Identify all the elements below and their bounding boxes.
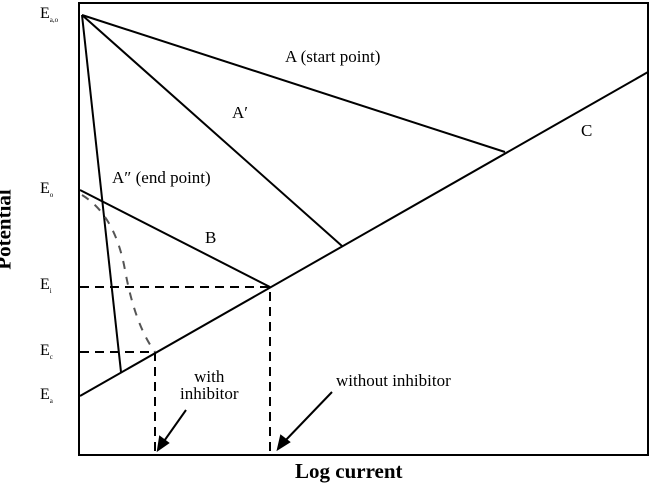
plot-frame: [78, 2, 649, 456]
marker-e-i: Ei: [40, 276, 52, 296]
label-without-inhibitor: without inhibitor: [336, 371, 451, 390]
y-axis-label: Potential: [0, 189, 16, 270]
label-c: C: [581, 121, 593, 140]
label-b: B: [205, 228, 217, 247]
label-a: A (start point): [285, 47, 381, 66]
label-with-inhibitor: with inhibitor: [180, 367, 239, 403]
arrow-with-inhibitor: [161, 409, 187, 445]
with-inhibitor-dashed-guide: [80, 351, 156, 455]
label-a-prime: A′: [232, 103, 248, 122]
marker-e-top: Ea,o: [40, 5, 59, 25]
label-a-double-prime: A″ (end point): [112, 168, 211, 187]
marker-e-o: Eo: [40, 180, 54, 200]
line-a-prime: [81, 14, 343, 247]
x-axis-label: Log current: [295, 459, 403, 483]
marker-e-a: Ea: [40, 386, 53, 406]
line-a: [81, 14, 506, 153]
inhibited-curve: [81, 194, 156, 353]
marker-e-c: Ec: [40, 342, 53, 362]
line-c: [79, 71, 649, 397]
without-inhibitor-dashed-guide: [80, 286, 271, 455]
arrow-without-inhibitor: [282, 391, 333, 444]
line-b: [79, 189, 271, 288]
line-a-double-prime: [81, 14, 122, 373]
